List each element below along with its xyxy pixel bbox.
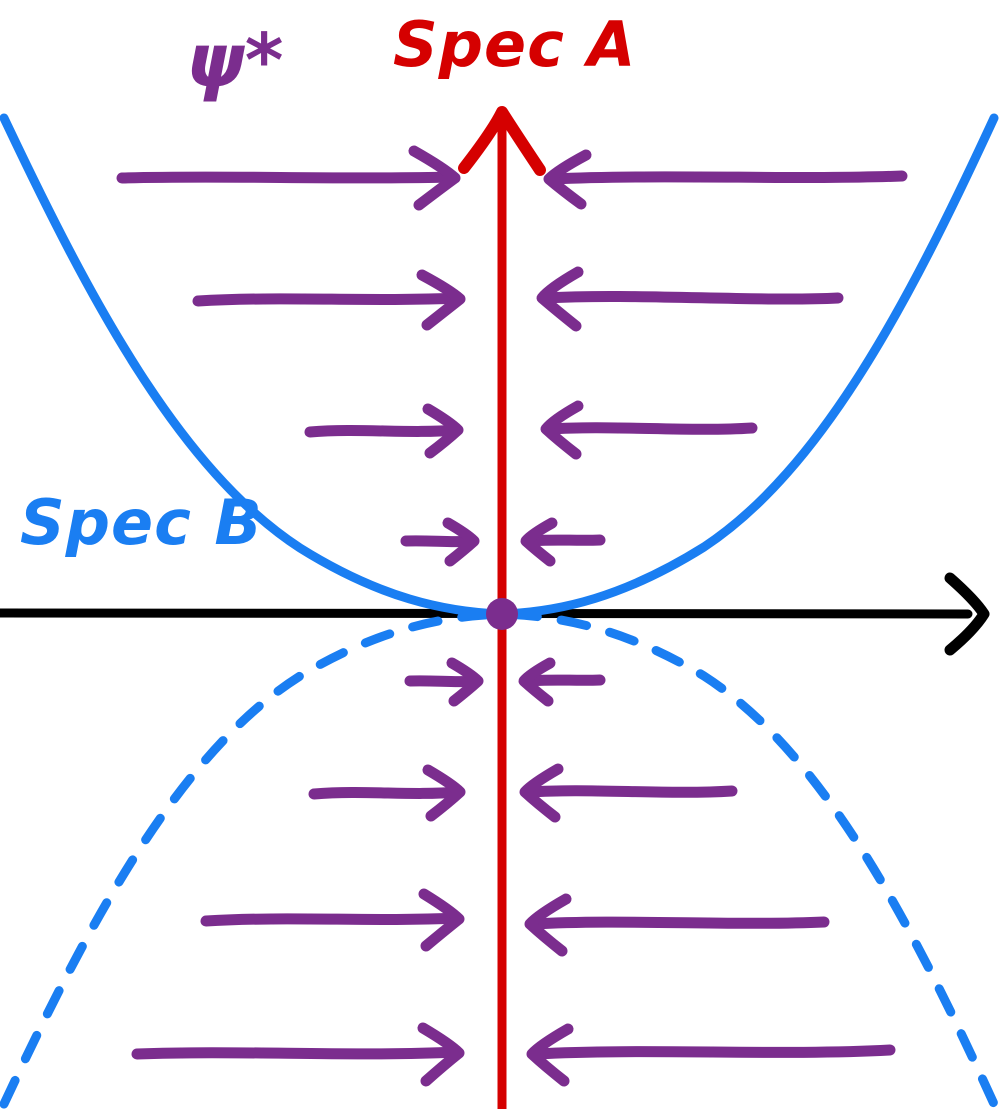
flow-arrow-left-4 [400, 517, 480, 567]
vertical-axis-arrowhead-icon [458, 106, 546, 176]
flow-arrow-right-3 [540, 400, 758, 460]
flow-arrows-left [116, 145, 484, 1087]
flow-arrow-right-6 [519, 763, 738, 823]
flow-arrow-right-1 [543, 149, 908, 210]
lower-parabola-dashed [0, 609, 999, 1109]
flow-arrows-right [518, 149, 908, 1087]
flow-arrow-left-2 [192, 269, 466, 331]
flow-arrow-right-7 [524, 893, 830, 957]
flow-arrow-left-5 [404, 657, 484, 707]
flow-arrow-left-6 [308, 764, 466, 822]
label-psi-star: ψ* [186, 18, 284, 104]
flow-arrow-left-7 [200, 888, 465, 952]
flow-arrow-left-3 [304, 403, 464, 459]
flow-arrow-right-8 [526, 1023, 896, 1087]
flow-arrow-right-4 [520, 517, 606, 567]
flow-arrow-left-1 [116, 145, 461, 211]
label-spec-b: Spec B [20, 486, 263, 559]
flow-arrow-left-8 [131, 1022, 465, 1087]
flow-arrow-right-2 [536, 266, 844, 332]
label-spec-a: Spec A [393, 8, 637, 81]
flow-arrow-right-5 [518, 657, 606, 707]
spec-b-curve-dashed [0, 609, 999, 1109]
origin-fixed-point [486, 598, 518, 630]
horizontal-axis-arrowhead-icon [944, 572, 990, 656]
